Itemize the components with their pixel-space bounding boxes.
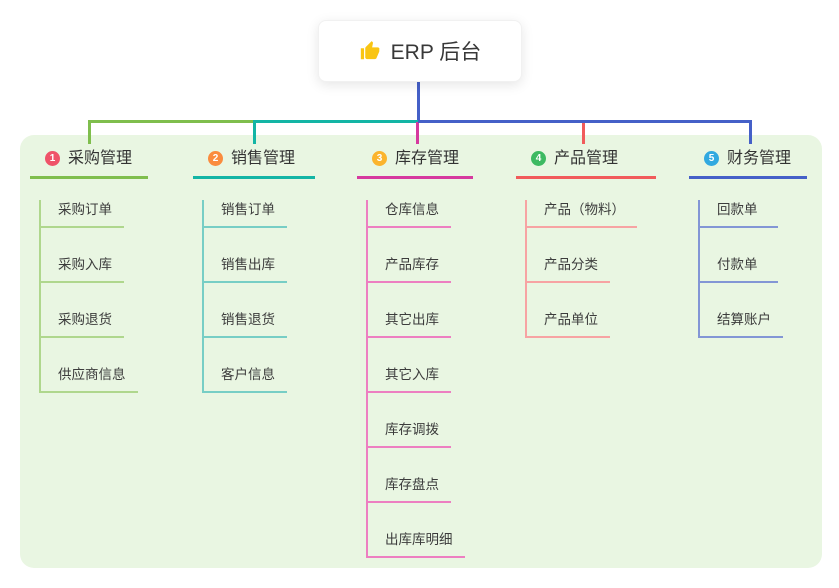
child-node[interactable]: 客户信息 — [204, 365, 287, 393]
root-title: ERP 后台 — [390, 41, 482, 64]
child-node[interactable]: 其它入库 — [368, 365, 451, 393]
connector-finance-v — [749, 120, 752, 144]
child-node[interactable]: 仓库信息 — [368, 200, 451, 228]
root-node-erp[interactable]: ERP 后台 — [318, 20, 522, 82]
child-node[interactable]: 产品分类 — [527, 255, 610, 283]
connector-purchase-h — [88, 120, 256, 123]
number-badge: 5 — [704, 151, 719, 166]
child-node[interactable]: 回款单 — [700, 200, 778, 228]
child-node[interactable]: 结算账户 — [700, 310, 783, 338]
child-node[interactable]: 产品库存 — [368, 255, 451, 283]
child-node[interactable]: 销售订单 — [204, 200, 287, 228]
connector-sales-v — [253, 120, 256, 144]
number-badge: 2 — [208, 151, 223, 166]
branch-label: 采购管理 — [68, 149, 133, 167]
branches-background-panel — [20, 135, 822, 568]
branch-label: 产品管理 — [554, 149, 619, 167]
child-node[interactable]: 付款单 — [700, 255, 778, 283]
connector-sales-h — [253, 120, 420, 123]
connector-inventory-v — [416, 122, 419, 144]
branch-label: 库存管理 — [395, 149, 460, 167]
child-node[interactable]: 产品单位 — [527, 310, 610, 338]
child-node[interactable]: 采购入库 — [41, 255, 124, 283]
branch-product-children: 产品（物料） 产品分类 产品单位 — [525, 199, 637, 338]
branch-label: 财务管理 — [727, 149, 792, 167]
connector-purchase-v — [88, 120, 91, 144]
child-node[interactable]: 销售退货 — [204, 310, 287, 338]
child-node[interactable]: 库存盘点 — [368, 475, 451, 503]
branch-purchase: 1 采购管理 采购订单 采购入库 采购退货 供应商信息 — [30, 148, 148, 393]
branch-inventory-children: 仓库信息 产品库存 其它出库 其它入库 库存调拨 库存盘点 出库库明细 — [366, 199, 465, 558]
child-node[interactable]: 其它出库 — [368, 310, 451, 338]
number-badge: 3 — [372, 151, 387, 166]
child-node[interactable]: 出库库明细 — [368, 530, 465, 558]
branch-label: 销售管理 — [231, 149, 296, 167]
child-node[interactable]: 供应商信息 — [41, 365, 138, 393]
branch-finance-node[interactable]: 5 财务管理 — [689, 149, 807, 179]
child-node[interactable]: 采购退货 — [41, 310, 124, 338]
branch-sales-children: 销售订单 销售出库 销售退货 客户信息 — [202, 199, 287, 393]
branch-inventory: 3 库存管理 仓库信息 产品库存 其它出库 其它入库 库存调拨 库存盘点 出库库… — [357, 148, 474, 558]
connector-finance-h — [418, 120, 752, 123]
number-badge: 1 — [45, 151, 60, 166]
branch-finance: 5 财务管理 回款单 付款单 结算账户 — [689, 148, 807, 338]
branch-inventory-node[interactable]: 3 库存管理 — [357, 149, 474, 179]
branch-purchase-node[interactable]: 1 采购管理 — [30, 149, 148, 179]
root-drop-connector — [417, 82, 420, 123]
child-node[interactable]: 产品（物料） — [527, 200, 637, 228]
child-node[interactable]: 采购订单 — [41, 200, 124, 228]
branch-product: 4 产品管理 产品（物料） 产品分类 产品单位 — [516, 148, 656, 338]
branch-purchase-children: 采购订单 采购入库 采购退货 供应商信息 — [39, 199, 138, 393]
branch-sales: 2 销售管理 销售订单 销售出库 销售退货 客户信息 — [193, 148, 315, 393]
child-node[interactable]: 库存调拨 — [368, 420, 451, 448]
branch-sales-node[interactable]: 2 销售管理 — [193, 149, 315, 179]
branch-product-node[interactable]: 4 产品管理 — [516, 149, 656, 179]
branch-finance-children: 回款单 付款单 结算账户 — [698, 199, 783, 338]
number-badge: 4 — [531, 151, 546, 166]
connector-product-v — [582, 123, 585, 144]
thumbs-up-icon — [360, 41, 380, 60]
child-node[interactable]: 销售出库 — [204, 255, 287, 283]
